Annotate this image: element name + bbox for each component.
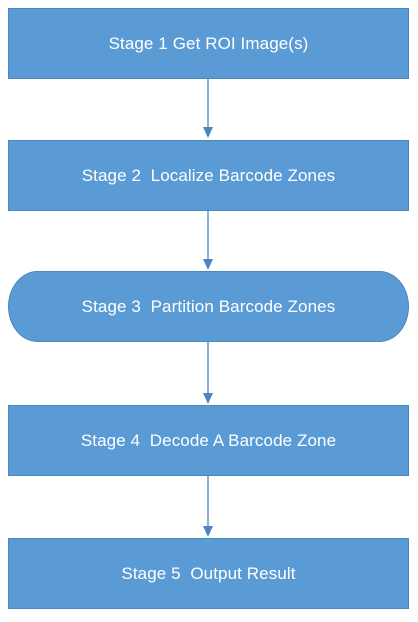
arrow-stage-2-to-3 <box>203 211 213 270</box>
stage-4-label: Stage 4 Decode A Barcode Zone <box>80 430 337 450</box>
stage-4-box: Stage 4 Decode A Barcode Zone <box>8 405 409 476</box>
stage-2-box: Stage 2 Localize Barcode Zones <box>8 140 409 211</box>
stage-3-label: Stage 3 Partition Barcode Zones <box>81 296 336 316</box>
stage-3-box: Stage 3 Partition Barcode Zones <box>8 271 409 342</box>
stage-5-box: Stage 5 Output Result <box>8 538 409 609</box>
arrow-stage-3-to-4 <box>203 342 213 404</box>
stage-2-label: Stage 2 Localize Barcode Zones <box>81 165 336 185</box>
stage-1-box: Stage 1 Get ROI Image(s) <box>8 8 409 79</box>
arrow-stage-4-to-5 <box>203 476 213 537</box>
arrow-stage-1-to-2 <box>203 79 213 138</box>
stage-1-label: Stage 1 Get ROI Image(s) <box>108 33 309 53</box>
stage-5-label: Stage 5 Output Result <box>121 563 296 583</box>
